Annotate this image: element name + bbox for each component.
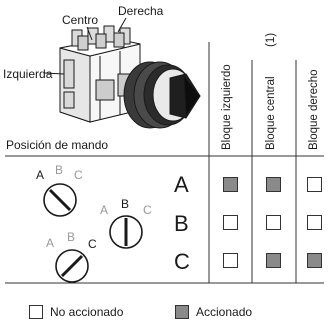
column-header-center-block: Bloque central — [265, 76, 277, 150]
row-a-position: A — [174, 172, 189, 197]
label-center: Centro — [62, 13, 99, 27]
row-b-position: B — [174, 211, 189, 236]
dial-c-letter-a: A — [46, 236, 55, 250]
selector-head — [123, 61, 201, 129]
contact-blocks — [59, 25, 141, 123]
legend-actuated-label: Accionado — [196, 305, 253, 319]
row-b-center-state — [266, 215, 281, 230]
row-c-position: C — [174, 249, 190, 274]
legend-actuated-swatch — [175, 305, 189, 319]
dial-a-letter-c: C — [74, 168, 83, 182]
dial-b-letter-a: A — [100, 203, 109, 217]
dial-b-letter-b: B — [121, 197, 130, 211]
dial-position-b — [109, 215, 143, 249]
dial-position-c — [55, 249, 89, 283]
legend-not-actuated-label: No accionado — [50, 305, 124, 319]
row-a-left-state — [223, 177, 238, 192]
label-right: Derecha — [118, 4, 164, 18]
column-header-right-block: Bloque derecho — [308, 69, 320, 150]
dial-b-letter-c: C — [143, 203, 152, 217]
dial-a-letter-a: A — [36, 168, 45, 182]
table-grid — [5, 42, 324, 284]
leader-lines — [43, 17, 127, 75]
column-header-left-block: Bloque izquierdo — [221, 64, 233, 150]
legend-not-actuated-swatch — [29, 305, 43, 319]
dial-position-a — [43, 183, 77, 217]
row-a-center-state — [266, 177, 281, 192]
column-header-center-note: (1) — [265, 32, 277, 47]
dial-a-letter-b: B — [55, 163, 64, 177]
row-c-right-state — [307, 253, 322, 268]
row-c-left-state — [223, 253, 238, 268]
row-b-right-state — [307, 215, 322, 230]
position-header: Posición de mando — [6, 138, 109, 152]
row-a-right-state — [307, 177, 322, 192]
label-left: Izquierda — [3, 67, 53, 81]
dial-c-letter-b: B — [67, 230, 76, 244]
row-b-left-state — [223, 215, 238, 230]
row-c-center-state — [266, 253, 281, 268]
dial-c-letter-c: C — [88, 237, 97, 251]
